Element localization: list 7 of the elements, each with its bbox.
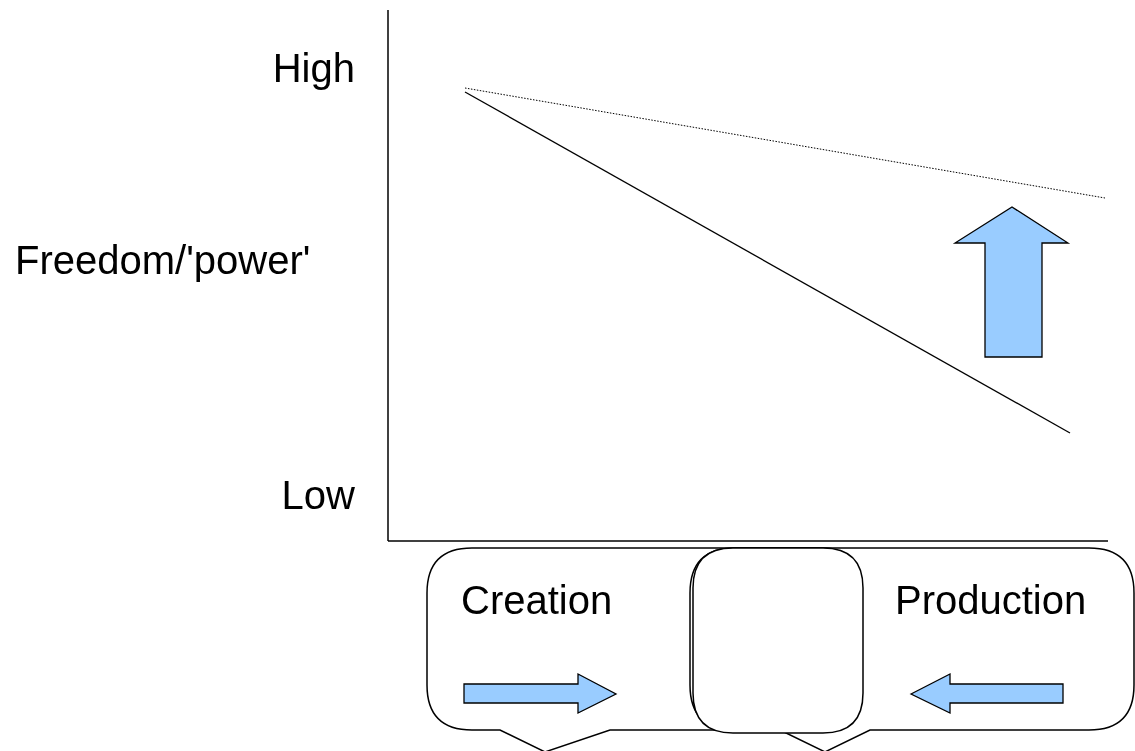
axis-label: High <box>272 46 355 90</box>
callout-label: Production <box>895 578 1087 622</box>
callout-label: Creation <box>461 578 613 622</box>
axis-label: Low <box>281 473 355 517</box>
callout-bubble <box>690 548 1134 751</box>
axis-label: Freedom/'power' <box>15 238 311 282</box>
rounded-box <box>693 548 863 733</box>
